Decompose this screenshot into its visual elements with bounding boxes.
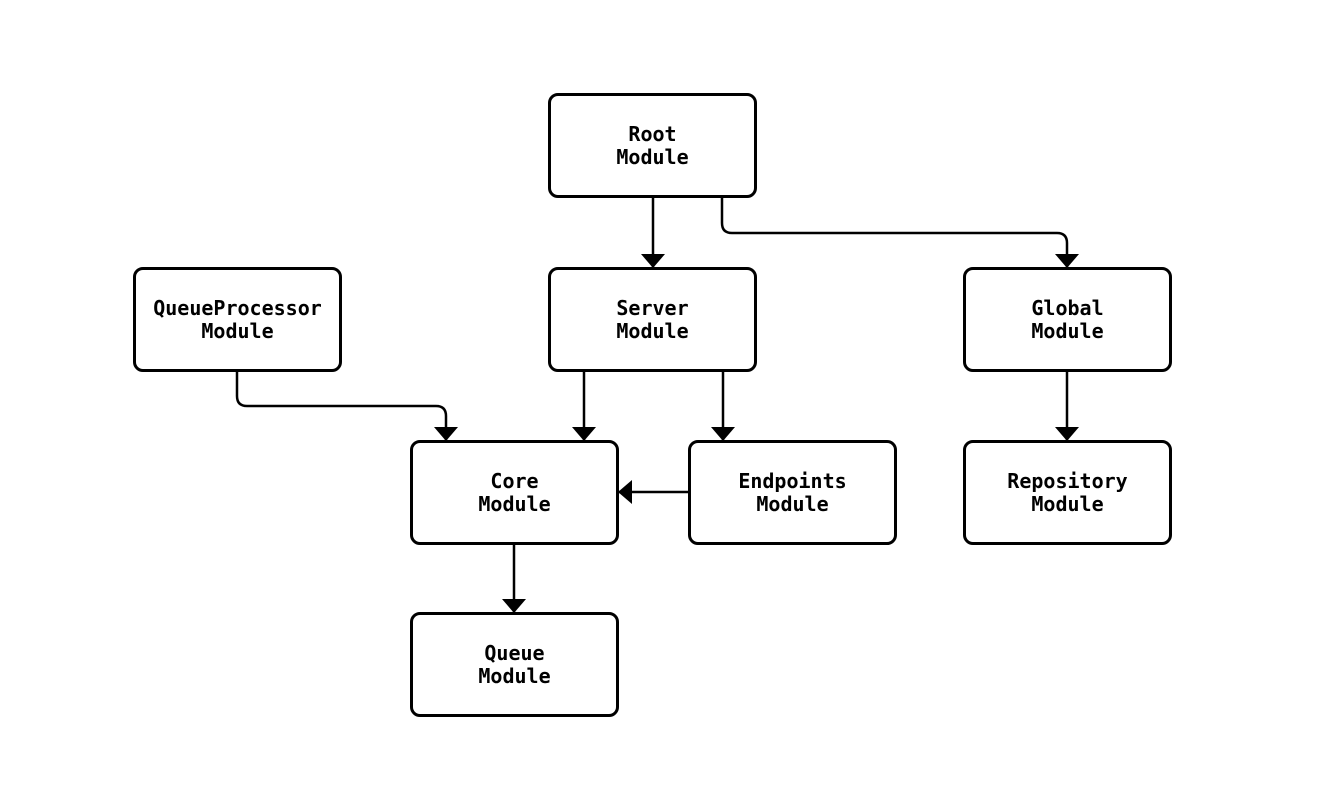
node-server: Server Module: [548, 267, 757, 372]
node-label-endpoints: Endpoints Module: [738, 468, 847, 516]
node-core: Core Module: [410, 440, 619, 545]
node-queueprocessor: QueueProcessor Module: [133, 267, 342, 372]
edge-root-to-global: [720, 198, 1079, 268]
node-label-repository: Repository Module: [1007, 468, 1128, 516]
node-label-root: Root Module: [616, 121, 689, 169]
node-label-global: Global Module: [1031, 295, 1104, 343]
node-repository: Repository Module: [963, 440, 1172, 545]
node-root: Root Module: [548, 93, 757, 198]
node-label-queue: Queue Module: [478, 640, 551, 688]
node-label-core: Core Module: [478, 468, 551, 516]
edge-queueprocessor-to-core: [235, 372, 458, 441]
node-endpoints: Endpoints Module: [688, 440, 897, 545]
node-label-server: Server Module: [616, 295, 689, 343]
node-global: Global Module: [963, 267, 1172, 372]
node-label-queueprocessor: QueueProcessor Module: [153, 295, 322, 343]
node-queue: Queue Module: [410, 612, 619, 717]
